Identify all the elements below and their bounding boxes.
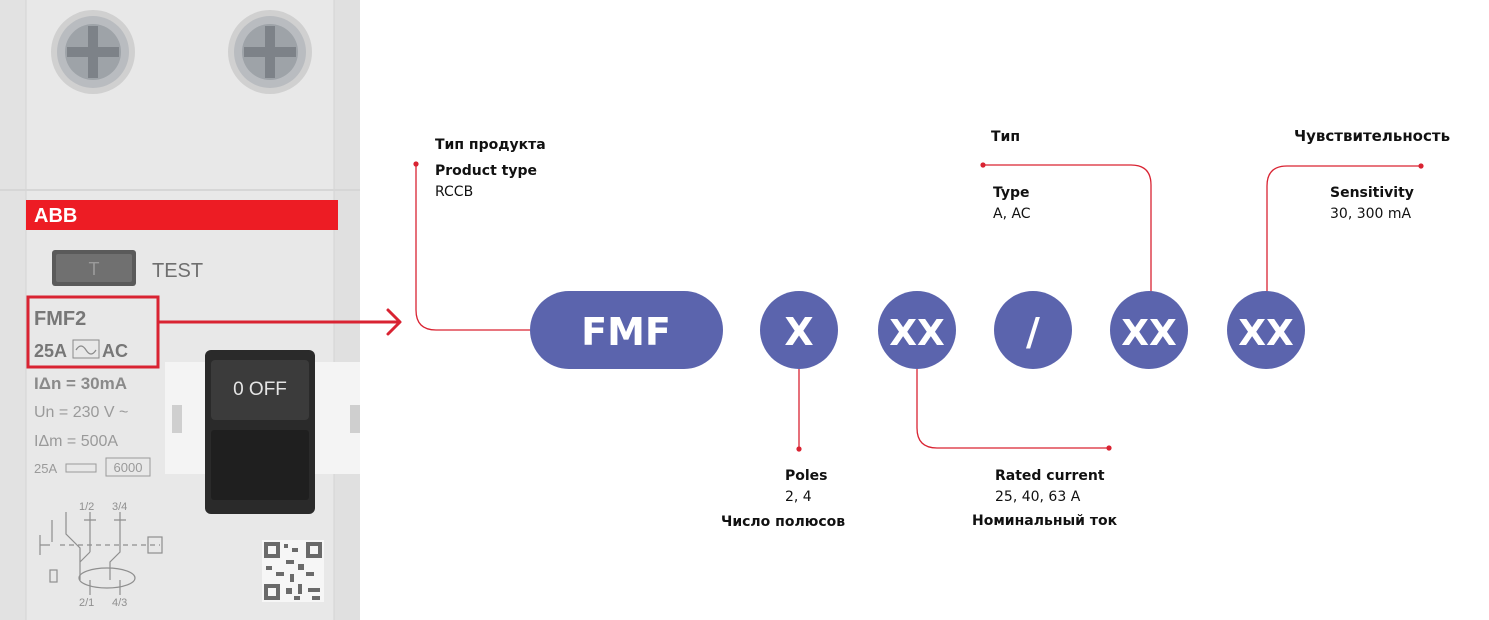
- type-value: A, AC: [993, 206, 1031, 222]
- model-highlight-box: [26, 295, 160, 369]
- brand-logo: ABB: [34, 205, 77, 227]
- poles-en: Poles: [785, 468, 828, 484]
- arrow-right-icon: [386, 308, 402, 336]
- label-rated-current: Rated current 25, 40, 63 A Номинальный т…: [972, 468, 1118, 529]
- poles-value: 2, 4: [785, 489, 812, 505]
- terminal-12: 1/2: [79, 501, 94, 513]
- qr-code-icon: [262, 540, 324, 602]
- product-type-value: RCCB: [435, 184, 473, 200]
- sine-icon: [75, 345, 97, 355]
- connector-dots: [413, 161, 1424, 452]
- fuse-icon: [65, 463, 97, 473]
- spec-im: IΔm = 500A: [34, 433, 118, 450]
- code-segment-poles: X: [784, 310, 813, 354]
- screw-icon: [51, 10, 135, 94]
- code-circle-current: [878, 291, 956, 369]
- brand-strip: [26, 200, 338, 230]
- rated-current-ru: Номинальный ток: [972, 513, 1118, 529]
- code-segment-current: XX: [889, 313, 945, 354]
- model-label: FMF2: [34, 308, 86, 330]
- rating-type-label: AC: [102, 341, 128, 361]
- terminal-34: 3/4: [112, 501, 127, 513]
- label-product-type: Тип продукта Product type RCCB: [435, 137, 546, 200]
- code-segment-product: FMF: [581, 310, 671, 354]
- spec-box: [105, 457, 151, 477]
- code-segments: FMF X XX / XX XX: [530, 291, 1305, 369]
- label-poles: Poles 2, 4 Число полюсов: [721, 468, 845, 530]
- code-segment-sensitivity: XX: [1238, 313, 1294, 354]
- product-type-ru: Тип продукта: [435, 137, 546, 153]
- code-circle-poles: [760, 291, 838, 369]
- device-face: [8, 0, 334, 620]
- device-illustration: ABB T TEST FMF2 25A AC IΔn = 30mA Un = 2…: [0, 0, 360, 620]
- label-sensitivity: Чувствительность Sensitivity 30, 300 mA: [1294, 127, 1450, 222]
- code-circle-type: [1110, 291, 1188, 369]
- spec-un: Un = 230 V ~: [34, 404, 128, 421]
- label-type: Тип Type A, AC: [991, 129, 1031, 222]
- code-circle-separator: [994, 291, 1072, 369]
- spec-box-value: 6000: [114, 460, 143, 475]
- poles-ru: Число полюсов: [721, 514, 845, 530]
- code-segment-separator: /: [1026, 310, 1040, 354]
- device-left-edge: [0, 0, 26, 620]
- rated-current-value: 25, 40, 63 A: [995, 489, 1081, 505]
- sensitivity-ru: Чувствительность: [1294, 127, 1450, 145]
- switch-label: 0 OFF: [233, 379, 287, 400]
- sensitivity-en: Sensitivity: [1330, 185, 1414, 201]
- sensitivity-value: 30, 300 mA: [1330, 206, 1412, 222]
- test-button-label: T: [89, 259, 100, 279]
- connector-product-type: [415, 164, 530, 331]
- product-type-en: Product type: [435, 163, 537, 179]
- connector-type: [983, 164, 1152, 292]
- code-segment-type: XX: [1121, 313, 1177, 354]
- rated-current-en: Rated current: [995, 468, 1105, 484]
- code-circle-sensitivity: [1227, 291, 1305, 369]
- spec-fuse: 25A: [34, 461, 57, 476]
- terminal-21: 2/1: [79, 597, 94, 609]
- type-en: Type: [993, 185, 1030, 201]
- rating-label: 25A: [34, 341, 67, 361]
- test-label: TEST: [152, 260, 203, 282]
- terminal-43: 4/3: [112, 597, 127, 609]
- device-right-edge: [334, 0, 360, 620]
- screw-icon: [228, 10, 312, 94]
- code-pill-fmf: [530, 291, 723, 369]
- connector-lines: [415, 164, 1421, 449]
- spec-idn: IΔn = 30mA: [34, 374, 127, 393]
- ac-symbol-box: [72, 339, 100, 359]
- type-ru: Тип: [991, 129, 1020, 145]
- connector-sensitivity: [1266, 165, 1421, 292]
- wiring-schematic-icon: [39, 512, 163, 595]
- connector-rated-current: [916, 369, 1109, 449]
